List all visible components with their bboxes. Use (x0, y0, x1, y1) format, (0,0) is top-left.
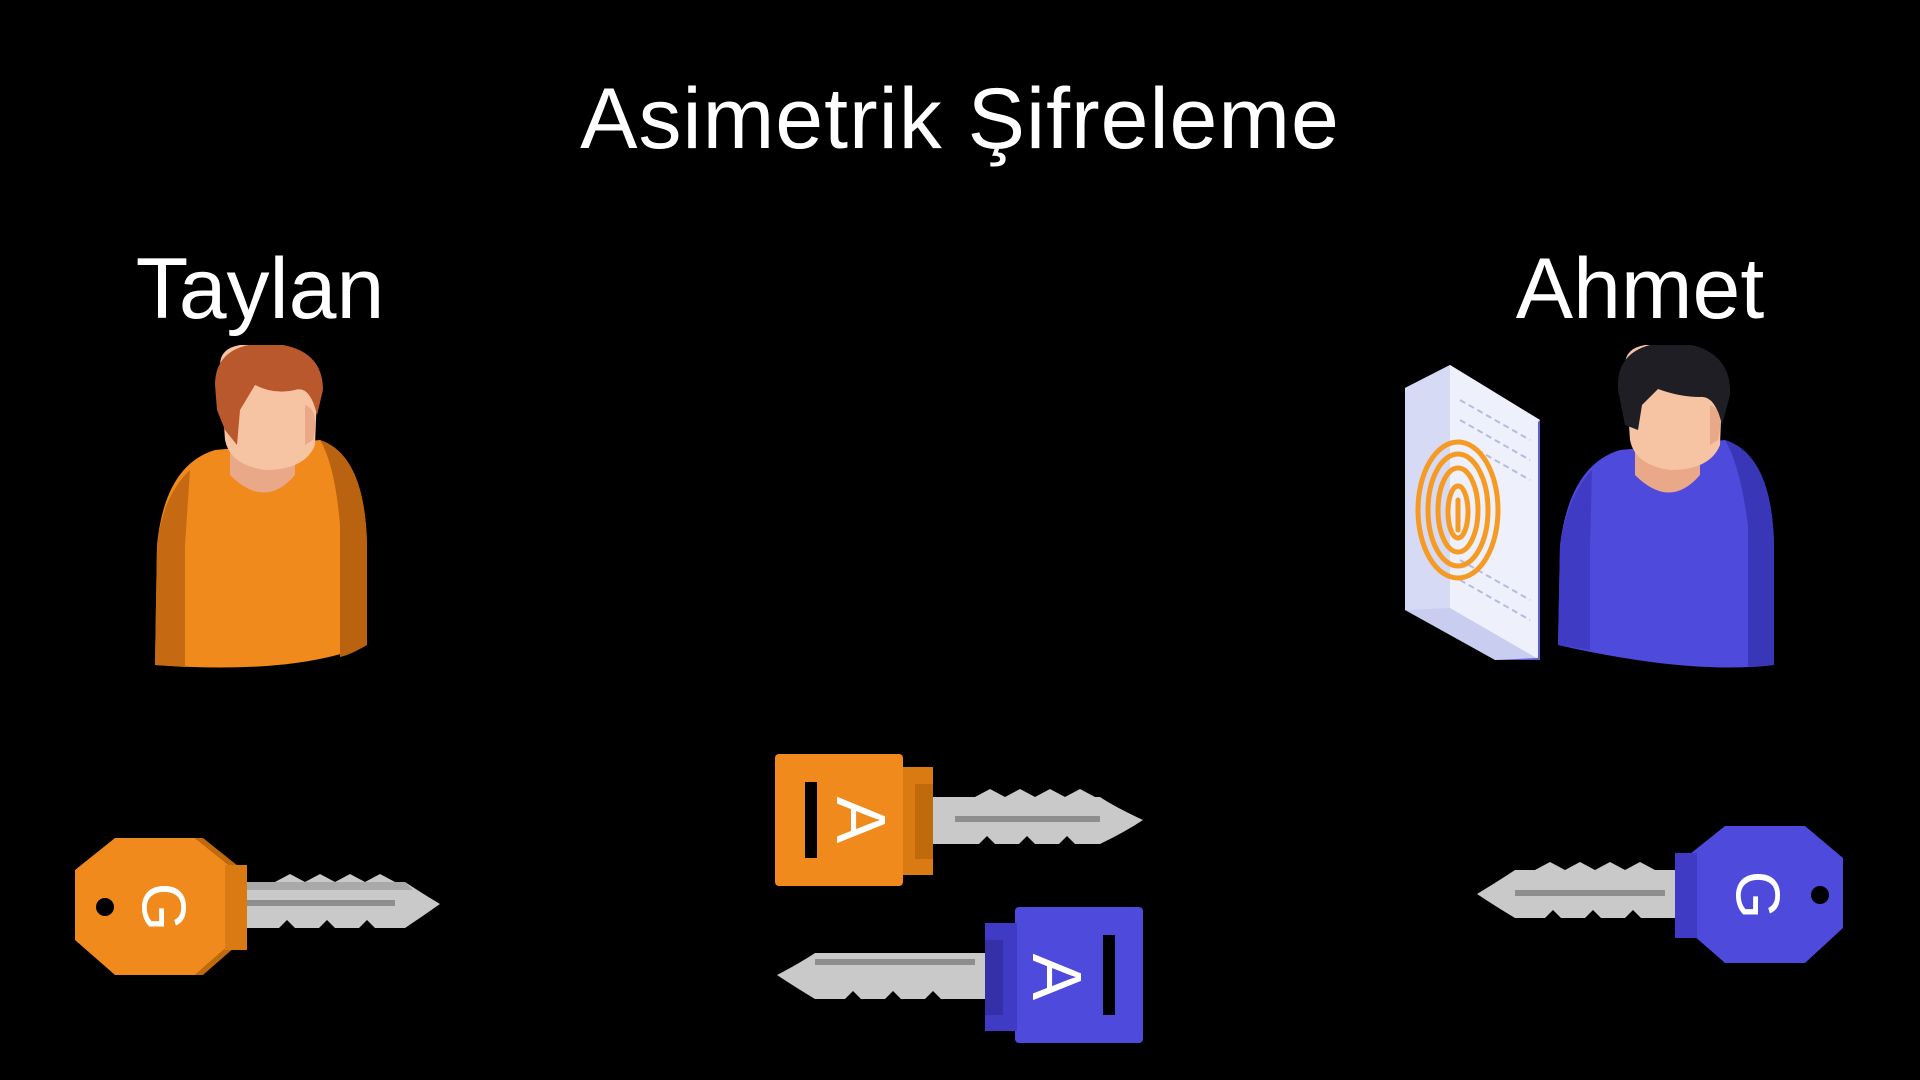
key-letter: G (129, 883, 198, 931)
key-letter: A (822, 797, 900, 844)
key-letter: A (1018, 954, 1096, 1001)
key-icon: G (1477, 826, 1843, 963)
person-name-taylan: Taylan (135, 241, 385, 337)
key-icon: G (75, 838, 440, 975)
key-icon: A (777, 907, 1143, 1043)
person-name-ahmet: Ahmet (1515, 241, 1765, 337)
fingerprint-document-icon (1405, 365, 1540, 660)
person-icon (1558, 345, 1774, 668)
person-icon (155, 345, 367, 668)
page-title: Asimetrik Şifreleme (580, 71, 1340, 167)
key-letter: G (1723, 871, 1792, 919)
key-icon: A (775, 754, 1143, 886)
